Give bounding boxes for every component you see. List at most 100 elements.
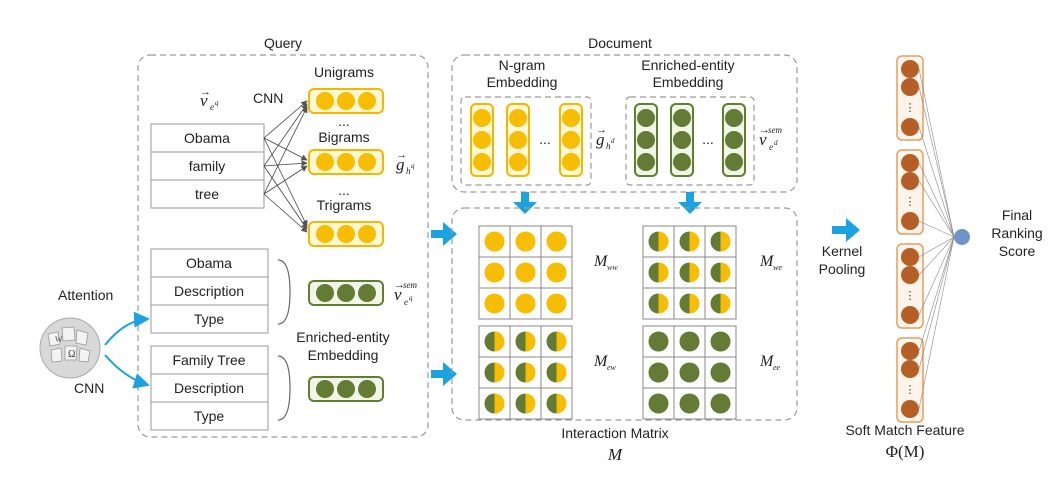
matrix-cell — [710, 262, 731, 283]
matrix-label-we: M we — [759, 253, 782, 272]
svg-text:v: v — [394, 285, 402, 304]
entity-obama-table: Obama Description Type — [150, 248, 269, 334]
svg-text:v: v — [200, 91, 208, 110]
query-sem-vector-label: v → sem e q — [394, 279, 417, 307]
svg-text:M: M — [759, 253, 775, 270]
svg-text:Ω: Ω — [68, 349, 75, 360]
matrix-cell — [546, 231, 567, 252]
doc-entity-embedding — [634, 103, 658, 177]
doc-to-matrix-arrows — [513, 192, 702, 214]
svg-text:M: M — [593, 353, 609, 370]
svg-text:e: e — [769, 142, 773, 152]
matrix-cell — [710, 331, 731, 352]
document-panel: Document N-gram Embedding Enriched-entit… — [451, 35, 798, 193]
final-score-node — [954, 229, 970, 245]
matrix-cell — [679, 262, 700, 283]
svg-text:ew: ew — [607, 363, 617, 372]
kernel-pooling-label: Pooling — [819, 261, 866, 277]
final-label: Ranking — [991, 225, 1042, 241]
svg-text:→: → — [200, 86, 211, 98]
matrix-cell — [648, 362, 669, 383]
svg-text:→: → — [596, 124, 607, 136]
matrix-cell — [546, 262, 567, 283]
svg-text:M: M — [759, 353, 775, 370]
bigrams-label: Bigrams — [318, 129, 369, 145]
svg-text:d: d — [774, 139, 778, 147]
wikipedia-globe-icon: Ω W — [39, 317, 101, 379]
kernel-feature-group: ⋮ — [896, 236, 955, 329]
svg-text:h: h — [606, 141, 611, 151]
kernel-pooling-label: Kernel — [822, 243, 862, 259]
trigram-embedding — [308, 221, 384, 247]
svg-text:q: q — [409, 294, 413, 302]
query-panel: Query v → e q CNN Obama family tree — [137, 35, 429, 438]
svg-text:→: → — [396, 149, 407, 161]
matrix-cell — [648, 293, 669, 314]
svg-text:ee: ee — [773, 363, 781, 372]
matrix-label-ew: M ew — [593, 353, 617, 372]
interaction-title: Interaction Matrix — [561, 425, 668, 441]
brace — [277, 259, 291, 325]
doc-entity-label: Enriched-entity — [641, 57, 734, 73]
query-entity-embedding-2 — [308, 376, 384, 402]
attention-arrow-2 — [104, 354, 150, 389]
cnn-label: CNN — [253, 90, 283, 106]
matrix-cell — [546, 393, 567, 414]
doc-ellipsis: ... — [539, 131, 551, 147]
query-ngram-vector-label: g → h q — [396, 149, 415, 176]
kernel-feature-node — [901, 172, 919, 190]
query-entity-vector-label: v → e q — [200, 86, 219, 112]
kernel-feature-node — [901, 248, 919, 266]
document-title: Document — [588, 35, 652, 51]
soft-match-symbol: Φ(M) — [886, 442, 925, 461]
matrix-cell — [515, 393, 536, 414]
svg-text:q: q — [215, 99, 219, 107]
doc-sem-vector-label: v → sem e d — [759, 124, 782, 152]
kernel-feature-group: ⋮ — [896, 55, 955, 238]
svg-text:ww: ww — [607, 263, 618, 272]
matrix-cell — [484, 293, 505, 314]
kernel-feature-node — [901, 78, 919, 96]
svg-text:e: e — [210, 102, 214, 112]
entity-family-tree-table: Family Tree Description Type — [150, 345, 269, 431]
kernel-ellipsis: ⋮ — [905, 101, 916, 114]
svg-text:g: g — [396, 155, 405, 174]
enriched-entity-label: Enriched-entity — [296, 329, 389, 345]
query-entity-embedding-1 — [308, 280, 384, 306]
svg-text:g: g — [596, 130, 605, 149]
matrix-cell — [679, 293, 700, 314]
kernel-feature-node — [901, 154, 919, 172]
entity-field: Description — [174, 380, 244, 396]
soft-match-feature: ⋮⋮⋮⋮ — [896, 55, 955, 423]
ngram-ellipsis: ... — [338, 113, 350, 129]
matrix-cell — [515, 231, 536, 252]
entity-field: Description — [174, 283, 244, 299]
entity-field: Type — [194, 311, 225, 327]
matrix-cell — [710, 362, 731, 383]
matrix-cell — [648, 231, 669, 252]
svg-text:W: W — [55, 335, 63, 344]
svg-text:e: e — [404, 297, 408, 307]
brace — [277, 355, 291, 421]
attention-cnn-label: CNN — [74, 380, 104, 396]
unigram-embedding — [308, 88, 384, 114]
kernel-feature-node — [901, 400, 919, 418]
matrix-cell — [484, 393, 505, 414]
doc-ngram-embedding — [506, 103, 530, 177]
interaction-symbol: M — [607, 445, 623, 464]
matrix-cell — [546, 293, 567, 314]
kernel-feature-node — [901, 306, 919, 324]
matrix-cell — [679, 362, 700, 383]
matrix-cell — [710, 293, 731, 314]
bigram-embedding — [308, 149, 384, 175]
entity-field: Obama — [186, 255, 232, 271]
matrix-cell — [679, 231, 700, 252]
matrix-cell — [515, 362, 536, 383]
interaction-matrix-grid — [478, 225, 573, 320]
svg-text:d: d — [611, 137, 615, 145]
query-to-matrix-arrows — [431, 222, 457, 386]
matrix-cell — [710, 231, 731, 252]
svg-text:v: v — [759, 130, 767, 149]
query-word: Obama — [184, 130, 230, 146]
